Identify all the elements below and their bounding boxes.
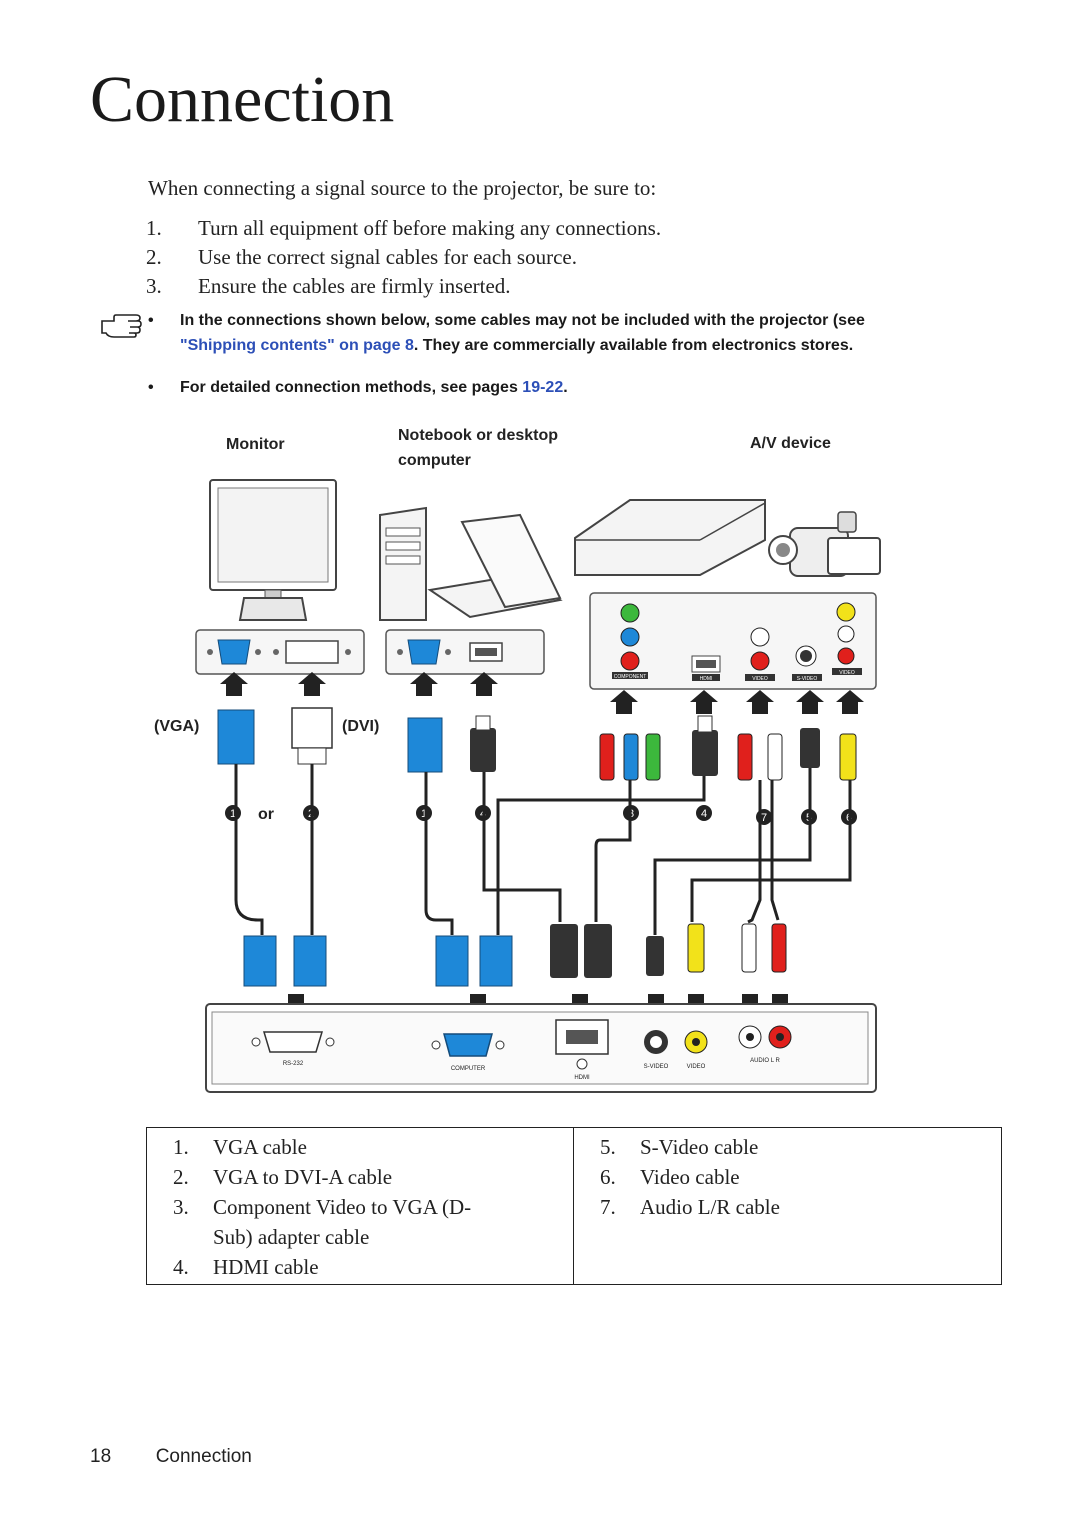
footer-section: Connection	[155, 1446, 252, 1467]
cable-legend-col-right: 5.S-Video cable 6.Video cable 7.Audio L/…	[574, 1128, 780, 1284]
list-item: 3.Ensure the cables are firmly inserted.	[146, 274, 511, 298]
list-item: 4.HDMI cable	[173, 1255, 319, 1279]
svg-text:COMPONENT: COMPONENT	[614, 674, 647, 680]
camcorder-illustration	[768, 511, 881, 577]
projector-video-port: VIDEO	[684, 1030, 708, 1070]
svg-text:1: 1	[421, 808, 427, 820]
computer-label-2: computer	[398, 452, 471, 469]
svg-text:4: 4	[701, 808, 707, 820]
svg-text:(DVI): (DVI)	[342, 718, 379, 735]
list-item: 7.Audio L/R cable	[600, 1195, 780, 1219]
svg-text:VIDEO: VIDEO	[752, 676, 768, 682]
svg-text:COMPUTER: COMPUTER	[451, 1066, 486, 1072]
list-item: Sub) adapter cable	[213, 1225, 370, 1249]
page-footer: 18 Connection	[90, 1446, 252, 1468]
svg-text:or: or	[258, 806, 274, 823]
av-device-label: A/V device	[750, 435, 831, 452]
cable-legend-col-left: 1.VGA cable 2.VGA to DVI-A cable 3.Compo…	[147, 1128, 574, 1284]
svg-text:S-VIDEO: S-VIDEO	[797, 676, 818, 682]
computer-label: Notebook or desktop	[398, 427, 559, 444]
list-item: 2.VGA to DVI-A cable	[173, 1165, 393, 1189]
page-number: 18	[90, 1446, 112, 1467]
projector-audio-ports: AUDIO L R	[738, 1025, 792, 1064]
connection-diagram: COMPONENT HDMI VIDEO S-VIDEO VIDEO (VGA)…	[154, 479, 881, 1093]
dvi-port-monitor	[273, 640, 351, 664]
cable-legend-table: 1.VGA cable 2.VGA to DVI-A cable 3.Compo…	[146, 1127, 1002, 1285]
note-line-2: For detailed connection methods, see pag…	[180, 379, 568, 396]
vga-plug	[217, 709, 255, 765]
page-title: Connection	[90, 63, 395, 136]
projector-computer-port: COMPUTER	[431, 1033, 505, 1072]
av-player-illustration	[574, 499, 766, 576]
list-item: 5.S-Video cable	[600, 1135, 759, 1159]
steps-list: 1.Turn all equipment off before making a…	[146, 216, 661, 303]
svg-text:VIDEO: VIDEO	[687, 1064, 706, 1070]
projector-rs232-port: RS-232	[251, 1031, 335, 1067]
desktop-illustration	[379, 506, 427, 621]
component-plugs	[599, 733, 661, 781]
svg-text:VIDEO: VIDEO	[839, 670, 855, 676]
list-item: 3.Component Video to VGA (D-	[173, 1195, 472, 1219]
dvi-plug	[291, 707, 333, 749]
list-item: 6.Video cable	[600, 1165, 740, 1189]
svg-text:RS-232: RS-232	[283, 1061, 304, 1067]
svg-text:1: 1	[230, 808, 236, 820]
pointing-hand-icon	[101, 314, 142, 338]
svg-text:S-VIDEO: S-VIDEO	[644, 1064, 669, 1070]
list-item: 1.Turn all equipment off before making a…	[146, 216, 662, 240]
monitor-label: Monitor	[226, 436, 285, 453]
shipping-contents-link[interactable]: "Shipping contents" on page 8	[180, 337, 414, 354]
svg-text:HDMI: HDMI	[700, 676, 713, 682]
projector-svideo-port: S-VIDEO	[644, 1030, 669, 1070]
svg-text:7: 7	[761, 812, 767, 824]
svg-text:AUDIO L R: AUDIO L R	[750, 1058, 780, 1064]
svg-text:HDMI: HDMI	[574, 1075, 590, 1081]
pages-link[interactable]: 19-22	[522, 379, 564, 396]
laptop-illustration	[427, 513, 563, 619]
vga-port-monitor	[207, 639, 261, 665]
intro-text: When connecting a signal source to the p…	[148, 176, 657, 200]
monitor-illustration	[209, 479, 337, 621]
list-item: 1.VGA cable	[173, 1135, 307, 1159]
note-line: In the connections shown below, some cab…	[180, 312, 865, 329]
svg-text:(VGA): (VGA)	[154, 718, 199, 735]
projector-hdmi-port: HDMI	[555, 1019, 609, 1081]
list-item: 2.Use the correct signal cables for each…	[146, 245, 577, 269]
